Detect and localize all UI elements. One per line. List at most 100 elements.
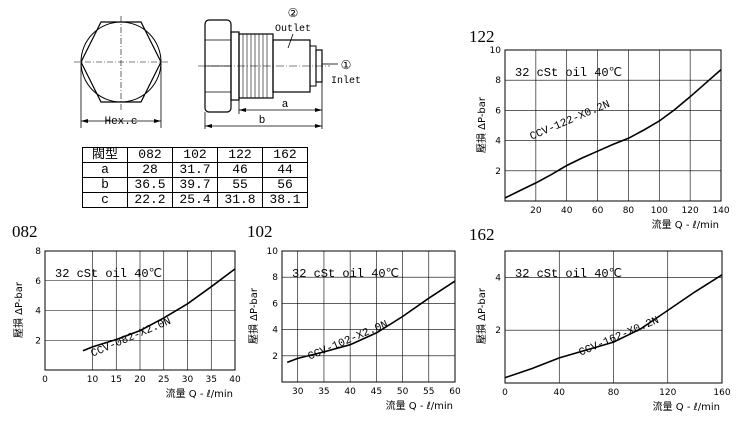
x-tick-label: 60 (449, 387, 461, 397)
x-tick-label: 25 (158, 375, 169, 385)
y-tick-label: 4 (495, 273, 501, 283)
series-label: CCV-122-X0.2N (528, 99, 612, 144)
inlet-marker: ① (341, 58, 352, 72)
series-line (286, 280, 456, 364)
y-tick-label: 10 (267, 247, 279, 257)
series-line (82, 268, 236, 352)
y-tick-label: 2 (35, 336, 41, 346)
outlet-marker: ② (288, 6, 299, 20)
x-tick-label: 50 (397, 387, 409, 397)
x-tick-label: 140 (712, 206, 729, 216)
x-tick-label: 20 (134, 375, 146, 385)
plot-frame (44, 250, 236, 371)
y-axis-label: 壓損 ΔP-bar (475, 96, 488, 153)
y-tick-label: 8 (495, 76, 501, 86)
table-cell: 25.4 (172, 192, 218, 208)
table-cell: 38.1 (262, 192, 308, 208)
table-cell: c (82, 192, 128, 208)
table-row: c 22.2 25.4 31.8 38.1 (82, 192, 308, 208)
x-tick-label: 160 (713, 388, 730, 398)
series-line (504, 274, 723, 379)
x-tick-label: 40 (229, 375, 241, 385)
table-cell: 28 (127, 162, 173, 178)
table-row: a 28 31.7 46 44 (82, 162, 308, 178)
chart-annotation: 32 cSt oil 40℃ (515, 267, 622, 281)
outlet-leader (287, 33, 294, 49)
dim-b-arrow-left (205, 124, 212, 128)
x-tick-label: 40 (344, 387, 356, 397)
x-tick-label: 55 (423, 387, 434, 397)
y-tick-label: 4 (35, 307, 41, 317)
table-cell: 36.5 (127, 177, 173, 193)
y-tick-label: 6 (35, 277, 41, 287)
x-axis-label: 流量 Q - ℓ/min (386, 399, 453, 412)
x-tick-label: 0 (502, 388, 508, 398)
hex-dim-arrow-left (81, 119, 88, 123)
x-tick-label: 20 (530, 206, 542, 216)
dim-b-arrow-right (315, 124, 322, 128)
y-tick-label: 8 (35, 247, 41, 257)
chart-annotation: 32 cSt oil 40℃ (55, 267, 162, 281)
x-tick-label: 10 (87, 375, 99, 385)
table-header-row: 閥型 082 102 122 162 (82, 147, 308, 163)
dimension-table: 閥型 082 102 122 162 a 28 31.7 46 44 b 36.… (82, 147, 308, 208)
x-tick-label: 120 (682, 206, 699, 216)
table-cell: 39.7 (172, 177, 218, 193)
x-tick-label: 0 (42, 375, 48, 385)
x-tick-label: 80 (623, 206, 635, 216)
x-tick-label: 100 (651, 206, 668, 216)
x-tick-label: 30 (182, 375, 194, 385)
table-cell: 56 (262, 177, 308, 193)
dim-a-arrow-left (239, 108, 246, 112)
inlet-label: Inlet (331, 75, 361, 87)
table-cell: 44 (262, 162, 308, 178)
table-cell: a (82, 162, 128, 178)
table-cell: b (82, 177, 128, 193)
y-axis-label: 壓損 ΔP-bar (475, 287, 488, 344)
valve-side-view: ② Outlet ① Inlet a b (198, 6, 361, 129)
table-cell: 22.2 (127, 192, 173, 208)
series-label: CCV-082-X2.0N (89, 316, 173, 361)
chart-title: 162 (469, 225, 495, 244)
x-tick-label: 40 (554, 388, 566, 398)
chart-title: 082 (12, 222, 38, 241)
series-label: CCV-102-X2.0N (306, 319, 390, 364)
series-line (504, 69, 722, 199)
y-tick-label: 8 (272, 273, 278, 283)
table-header-cell: 122 (217, 147, 263, 163)
x-tick-label: 35 (206, 375, 217, 385)
hex-end-view: Hex.c (74, 16, 168, 128)
outlet-label: Outlet (275, 23, 311, 35)
hex-dim-arrow-right (154, 119, 161, 123)
y-tick-label: 4 (272, 326, 278, 336)
x-tick-label: 80 (608, 388, 620, 398)
chart-annotation: 32 cSt oil 40℃ (292, 267, 399, 281)
hex-label: Hex.c (104, 116, 137, 128)
plot-frame (504, 49, 722, 202)
x-tick-label: 40 (561, 206, 573, 216)
dim-b-label: b (259, 115, 266, 127)
y-tick-label: 2 (495, 167, 501, 177)
x-tick-label: 30 (292, 387, 304, 397)
chart-title: 122 (469, 27, 495, 46)
y-tick-label: 10 (490, 46, 502, 56)
table-header-cell: 162 (262, 147, 308, 163)
y-tick-label: 4 (495, 137, 501, 147)
x-axis-label: 流量 Q - ℓ/min (652, 218, 719, 231)
y-tick-label: 2 (272, 352, 278, 362)
x-tick-label: 35 (318, 387, 329, 397)
table-cell: 31.8 (217, 192, 263, 208)
x-tick-label: 60 (592, 206, 604, 216)
y-tick-label: 6 (495, 106, 501, 116)
x-axis-label: 流量 Q - ℓ/min (166, 387, 233, 400)
table-header-cell: 082 (127, 147, 173, 163)
table-header-cell: 閥型 (82, 147, 128, 163)
y-axis-label: 壓損 ΔP-bar (12, 281, 25, 338)
table-row: b 36.5 39.7 55 56 (82, 177, 308, 193)
table-cell: 31.7 (172, 162, 218, 178)
